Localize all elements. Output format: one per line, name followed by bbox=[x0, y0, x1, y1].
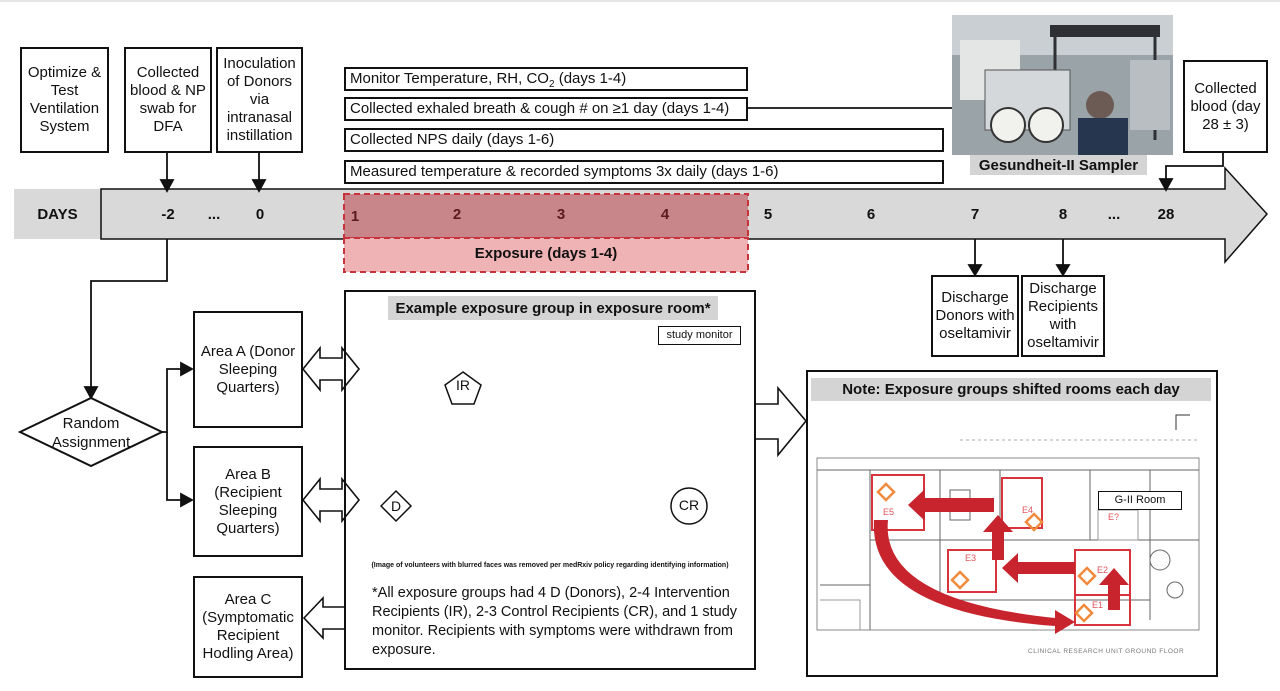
monitor-temp-box: Monitor Temperature, RH, CO2 (days 1-4) bbox=[344, 67, 748, 91]
day-minus2: -2 bbox=[161, 206, 175, 223]
cr-label: CR bbox=[678, 497, 700, 513]
ir-pentagon bbox=[444, 371, 482, 405]
room-markers bbox=[876, 482, 1097, 623]
area-a-box: Area A (Donor Sleeping Quarters) bbox=[193, 311, 303, 428]
room-label-e5: E5 bbox=[883, 507, 895, 517]
floorplan-drawing bbox=[816, 414, 1200, 631]
inoculation-box: Inoculation of Donors via intranasal ins… bbox=[216, 47, 303, 153]
inoculation-text: Inoculation of Donors via intranasal ins… bbox=[223, 55, 296, 144]
day-1: 1 bbox=[350, 208, 360, 225]
arrow-to-random-head bbox=[83, 386, 99, 400]
exposure-highlight bbox=[343, 193, 749, 239]
day-28: 28 bbox=[1157, 206, 1175, 223]
collected-blood-day28-text: Collected blood (day 28 ± 3) bbox=[1190, 79, 1261, 133]
collected-blood-np-box: Collected blood & NP swab for DFA bbox=[124, 47, 212, 153]
arrow-inoculation-head bbox=[251, 179, 267, 193]
arrow-discharge-recipients-head bbox=[1055, 264, 1071, 277]
discharge-donors-text: Discharge Donors with oseltamivir bbox=[935, 289, 1015, 342]
arrow-to-floorplan bbox=[754, 385, 808, 458]
room-e3 bbox=[947, 549, 997, 593]
room-label-e-unknown: E? bbox=[1108, 512, 1120, 522]
random-assignment-text: Random Assignment bbox=[51, 415, 131, 451]
day-4: 4 bbox=[660, 206, 670, 223]
floorplan-title: Note: Exposure groups shifted rooms each… bbox=[811, 378, 1211, 401]
area-b-box: Area B (Recipient Sleeping Quarters) bbox=[193, 446, 303, 557]
room-label-e2: E2 bbox=[1097, 565, 1109, 575]
day-2: 2 bbox=[452, 206, 462, 223]
monitor-temp-sub: 2 bbox=[548, 79, 555, 90]
discharge-donors-box: Discharge Donors with oseltamivir bbox=[931, 275, 1019, 357]
exposure-label: Exposure (days 1-4) bbox=[474, 245, 618, 262]
exhaled-breath-text: Collected exhaled breath & cough # on ≥1… bbox=[350, 100, 730, 117]
floorplan-box bbox=[806, 370, 1218, 677]
measured-temp-text: Measured temperature & recorded symptoms… bbox=[350, 163, 779, 180]
arrow-to-area-a-head bbox=[180, 361, 194, 377]
floorplan-caption: CLINICAL RESEARCH UNIT GROUND FLOOR bbox=[1028, 648, 1185, 655]
exposure-footnote: *All exposure groups had 4 D (Donors), 2… bbox=[372, 585, 738, 658]
exposure-band bbox=[343, 237, 749, 273]
area-c-box: Area C (Symptomatic Recipient Hodling Ar… bbox=[193, 576, 303, 678]
arrow-blood-np-head bbox=[159, 179, 175, 193]
collected-blood-np-text: Collected blood & NP swab for DFA bbox=[130, 64, 206, 135]
arrow-to-area-a-line bbox=[160, 368, 183, 433]
exposure-room-box bbox=[344, 290, 756, 670]
collected-nps-text: Collected NPS daily (days 1-6) bbox=[350, 131, 555, 148]
sampler-photo bbox=[952, 15, 1173, 155]
day-7: 7 bbox=[970, 206, 980, 223]
arrow-to-area-b-head bbox=[180, 492, 194, 508]
arrow-discharge-donors-head bbox=[967, 264, 983, 277]
exposure-room-title: Example exposure group in exposure room* bbox=[388, 296, 718, 320]
room-label-e1: E1 bbox=[1092, 600, 1104, 610]
cr-circle bbox=[670, 487, 708, 525]
day-8: 8 bbox=[1058, 206, 1068, 223]
area-a-text: Area A (Donor Sleeping Quarters) bbox=[200, 342, 296, 396]
arrow-day28-head bbox=[1158, 178, 1174, 192]
day-ellipsis-2: ... bbox=[1107, 206, 1121, 223]
days-label: DAYS bbox=[37, 206, 78, 223]
d-diamond bbox=[379, 489, 413, 523]
collected-nps-box: Collected NPS daily (days 1-6) bbox=[344, 128, 944, 152]
room-label-e3: E3 bbox=[965, 553, 977, 563]
collected-blood-day28-box: Collected blood (day 28 ± 3) bbox=[1183, 60, 1268, 153]
monitor-temp-tail: (days 1-4) bbox=[554, 70, 627, 87]
d-label: D bbox=[390, 498, 402, 514]
day-0: 0 bbox=[255, 206, 265, 223]
discharge-recipients-box: Discharge Recipients with oseltamivir bbox=[1021, 275, 1105, 357]
area-b-text: Area B (Recipient Sleeping Quarters) bbox=[214, 465, 282, 537]
removed-image-note: (Image of volunteers with blurred faces … bbox=[371, 562, 729, 569]
optimize-ventilation-box: Optimize & Test Ventilation System bbox=[20, 47, 109, 153]
measured-temp-box: Measured temperature & recorded symptoms… bbox=[344, 160, 944, 184]
gii-room-label: G-II Room bbox=[1098, 491, 1182, 510]
ir-label: IR bbox=[456, 377, 470, 393]
day-6: 6 bbox=[866, 206, 876, 223]
room-e1 bbox=[1074, 594, 1131, 626]
room-e4 bbox=[1001, 477, 1043, 529]
random-assignment-diamond bbox=[17, 396, 165, 468]
room-label-e4: E4 bbox=[1022, 505, 1034, 515]
arrow-day28-line bbox=[1165, 153, 1224, 181]
day-5: 5 bbox=[763, 206, 773, 223]
days-label-bg bbox=[14, 189, 104, 239]
room-shift-arrows bbox=[873, 489, 1129, 634]
study-monitor-box: study monitor bbox=[658, 326, 741, 345]
area-c-text: Area C (Symptomatic Recipient Hodling Ar… bbox=[202, 591, 294, 662]
sampler-label: Gesundheit-II Sampler bbox=[970, 155, 1147, 175]
optimize-ventilation-text: Optimize & Test Ventilation System bbox=[27, 64, 102, 135]
monitor-temp-text: Monitor Temperature, RH, CO bbox=[350, 70, 549, 87]
day-ellipsis-1: ... bbox=[207, 206, 221, 223]
exhaled-breath-box: Collected exhaled breath & cough # on ≥1… bbox=[344, 97, 748, 121]
discharge-recipients-text: Discharge Recipients with oseltamivir bbox=[1027, 280, 1099, 351]
arrow-to-area-b-line bbox=[166, 432, 183, 501]
day-3: 3 bbox=[556, 206, 566, 223]
arrow-to-random-line bbox=[90, 239, 168, 390]
arrow-to-area-c bbox=[302, 595, 346, 641]
